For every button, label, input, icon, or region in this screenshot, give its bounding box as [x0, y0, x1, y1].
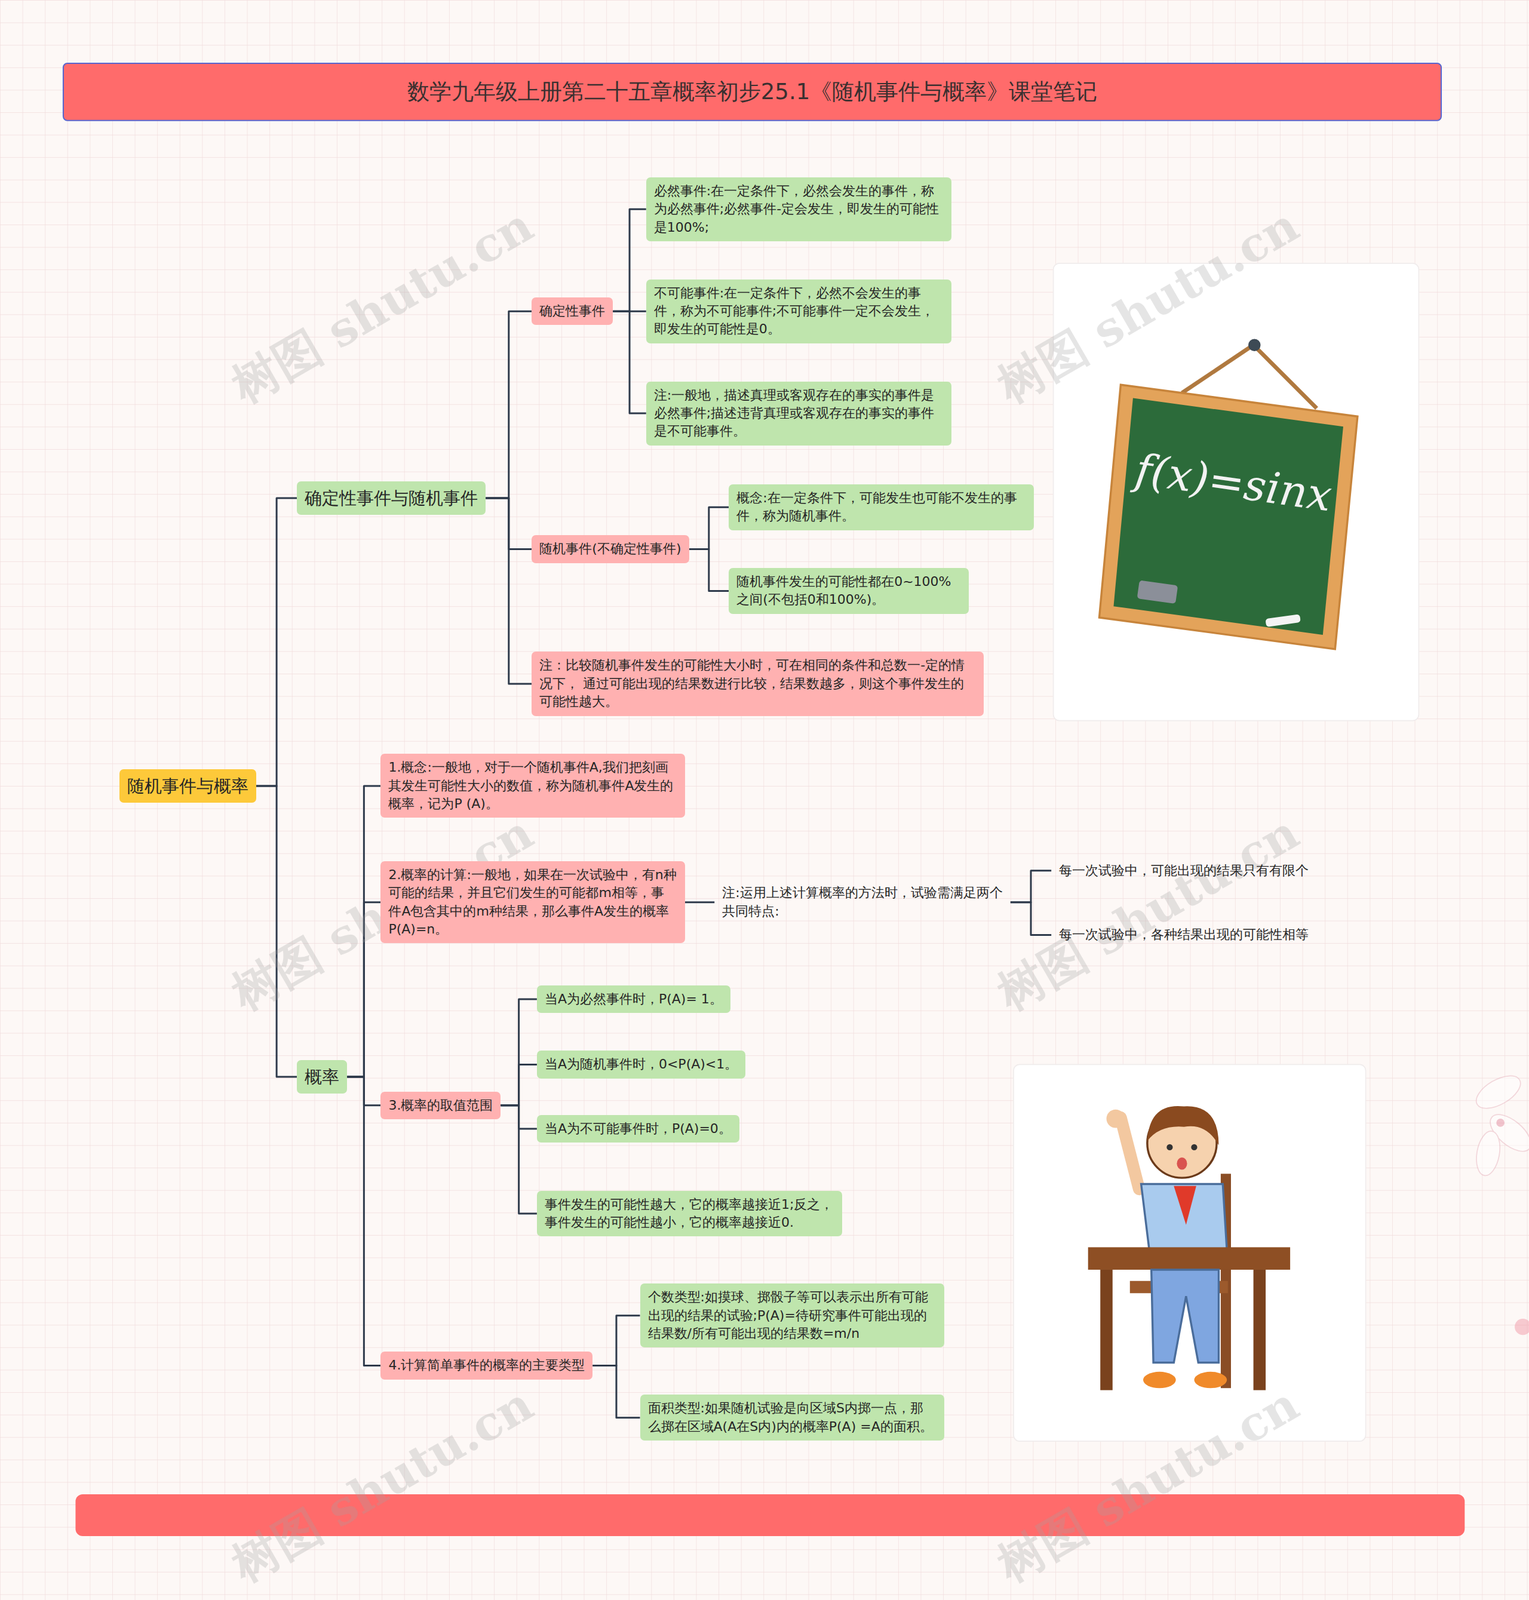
branch-connector	[685, 901, 715, 904]
topic-box: 1.概念:一般地，对于一个随机事件A,我们把刻画其发生可能性大小的数值，称为随机…	[380, 753, 685, 818]
node-text: 注:一般地，描述真理或客观存在的事实的事件是必然事件;描述违背真理或客观存在的事…	[654, 386, 944, 441]
node-text: 随机事件发生的可能性都在0~100%之间(不包括0和100%)。	[736, 572, 962, 610]
node-text: 当A为不可能事件时，P(A)=0。	[544, 1119, 732, 1138]
node-text: 当A为必然事件时，P(A)= 1。	[544, 990, 723, 1009]
node-text: 随机事件(不确定性事件)	[539, 539, 681, 558]
node-text: 1.概念:一般地，对于一个随机事件A,我们把刻画其发生可能性大小的数值，称为随机…	[388, 758, 677, 813]
node-text: 个数类型:如摸球、掷骰子等可以表示出所有可能出现的结果的试验;P(A)=待研究事…	[648, 1288, 937, 1343]
node-text: 概率	[304, 1064, 340, 1089]
branch-connector	[1010, 870, 1052, 903]
title-band	[63, 63, 1442, 121]
node-text: 每一次试验中，各种结果出现的可能性相等	[1058, 925, 1309, 944]
topic-box: 2.概率的计算:一般地，如果在一次试验中，有n种可能的结果，并且它们发生的可能都…	[380, 861, 685, 944]
branch-connector	[256, 498, 297, 787]
branch-connector	[592, 1315, 640, 1366]
topic-box: 注:一般地，描述真理或客观存在的事实的事件是必然事件;描述违背真理或客观存在的事…	[646, 381, 952, 446]
topic-box: 确定性事件	[531, 297, 613, 325]
node-text: 确定性事件与随机事件	[304, 486, 478, 511]
node-text: 每一次试验中，可能出现的结果只有有限个	[1058, 861, 1309, 880]
topic-box: 当A为不可能事件时，P(A)=0。	[536, 1115, 740, 1143]
node-text: 面积类型:如果随机试验是向区域S内掷一点，那么掷在区域A(A在S内)内的概率P(…	[648, 1399, 937, 1436]
topic-box: 随机事件(不确定性事件)	[531, 535, 689, 563]
node-text: 3.概率的取值范围	[388, 1096, 493, 1115]
topic-box: 概率	[296, 1060, 348, 1094]
branch-connector	[689, 507, 730, 549]
topic-box: 面积类型:如果随机试验是向区域S内掷一点，那么掷在区域A(A在S内)内的概率P(…	[640, 1394, 945, 1441]
branch-connector	[500, 1064, 537, 1105]
topic-box: 个数类型:如摸球、掷骰子等可以表示出所有可能出现的结果的试验;P(A)=待研究事…	[640, 1283, 945, 1348]
branch-connector	[485, 311, 532, 499]
topic-box: 当A为随机事件时，0<P(A)<1。	[536, 1050, 746, 1079]
node-text: 不可能事件:在一定条件下，必然不会发生的事件，称为不可能事件;不可能事件一定不会…	[654, 284, 944, 339]
branch-connector	[1010, 902, 1052, 936]
node-text: 事件发生的可能性越大，它的概率越接近1;反之，事件发生的可能性越小，它的概率越接…	[544, 1195, 835, 1233]
node-text: 4.计算简单事件的概率的主要类型	[388, 1356, 585, 1375]
topic-box: 必然事件:在一定条件下，必然会发生的事件，称为必然事件;必然事件-定会发生，即发…	[646, 177, 952, 242]
flower-decoration	[1471, 1069, 1529, 1335]
topic-box: 3.概率的取值范围	[380, 1091, 501, 1120]
topic-box: 不可能事件:在一定条件下，必然不会发生的事件，称为不可能事件;不可能事件一定不会…	[646, 279, 952, 344]
page-title: 数学九年级上册第二十五章概率初步25.1《随机事件与概率》课堂笔记	[63, 63, 1442, 121]
branch-connector	[592, 1365, 640, 1418]
topic-box: 确定性事件与随机事件	[296, 481, 486, 515]
node-text: 确定性事件	[539, 302, 606, 321]
node-text: 注:运用上述计算概率的方法时，试验需满足两个共同特点:	[722, 883, 1003, 921]
topic-box: 随机事件与概率	[119, 769, 257, 803]
node-text: 必然事件:在一定条件下，必然会发生的事件，称为必然事件;必然事件-定会发生，即发…	[654, 182, 944, 237]
topic-box: 注：比较随机事件发生的可能性大小时，可在相同的条件和总数一-定的情况下， 通过可…	[531, 651, 984, 716]
topic-box: 4.计算简单事件的概率的主要类型	[380, 1351, 593, 1380]
topic-box: 当A为必然事件时，P(A)= 1。	[536, 985, 731, 1013]
branch-connector	[689, 548, 730, 591]
topic-box: 概念:在一定条件下，可能发生也可能不发生的事件，称为随机事件。	[728, 484, 1034, 531]
topic-box: 随机事件发生的可能性都在0~100%之间(不包括0和100%)。	[728, 567, 969, 614]
branch-connector	[612, 311, 646, 414]
topic-text: 每一次试验中，各种结果出现的可能性相等	[1051, 920, 1317, 949]
student-illustration	[1013, 1064, 1366, 1442]
topic-text: 注:运用上述计算概率的方法时，试验需满足两个共同特点:	[714, 879, 1011, 926]
node-text: 当A为随机事件时，0<P(A)<1。	[544, 1055, 738, 1074]
node-text: 概念:在一定条件下，可能发生也可能不发生的事件，称为随机事件。	[736, 489, 1027, 526]
branch-connector	[612, 209, 646, 312]
branch-connector	[347, 1076, 381, 1366]
node-text: 2.概率的计算:一般地，如果在一次试验中，有n种可能的结果，并且它们发生的可能都…	[388, 866, 677, 939]
branch-connector	[500, 1105, 537, 1214]
branch-connector	[500, 999, 537, 1106]
node-text: 注：比较随机事件发生的可能性大小时，可在相同的条件和总数一-定的情况下， 通过可…	[539, 656, 976, 711]
topic-text: 每一次试验中，可能出现的结果只有有限个	[1051, 857, 1317, 885]
branch-connector	[485, 498, 532, 684]
topic-box: 事件发生的可能性越大，它的概率越接近1;反之，事件发生的可能性越小，它的概率越接…	[536, 1190, 843, 1237]
node-text: 随机事件与概率	[127, 774, 249, 798]
